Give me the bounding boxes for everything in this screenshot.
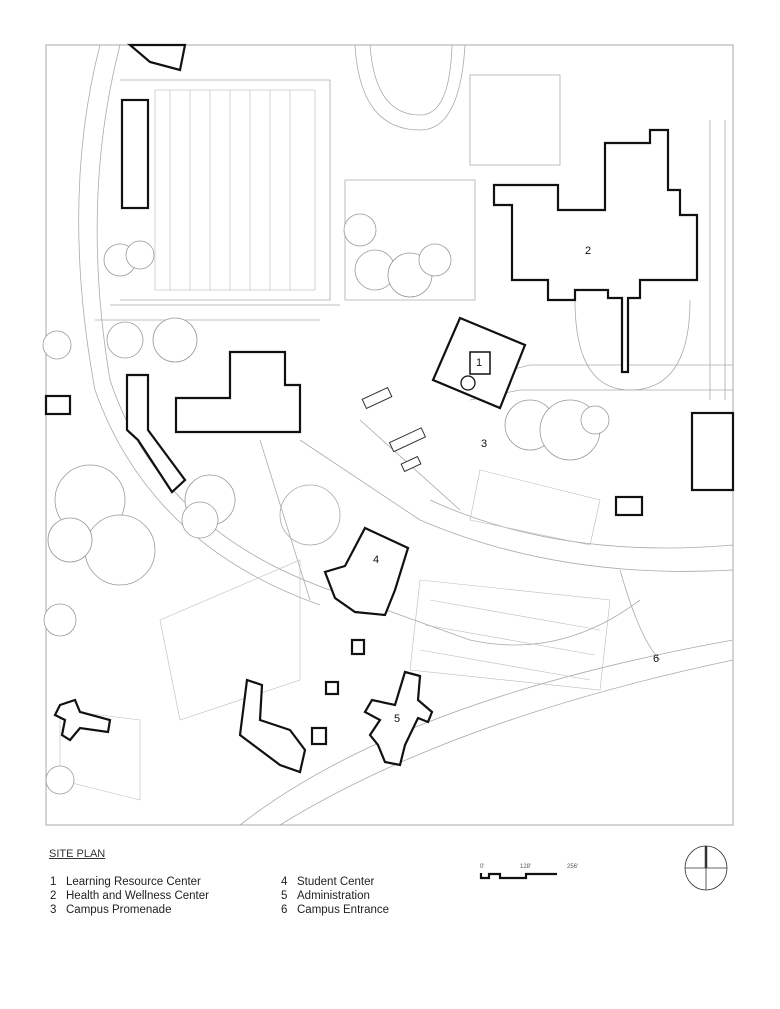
- trees: [42, 213, 610, 795]
- scale-label-128: 128': [520, 864, 532, 870]
- map-label-1: 1: [476, 357, 482, 369]
- map-label-2: 2: [585, 245, 591, 257]
- parking-lots: [59, 89, 611, 801]
- map-label-4: 4: [373, 554, 379, 566]
- map-label-6: 6: [653, 653, 659, 665]
- north-arrow-icon: [684, 845, 728, 891]
- site-plan-title: SITE PLAN: [49, 848, 106, 860]
- building-administration: [363, 670, 434, 767]
- building-health-wellness: [492, 128, 699, 374]
- minor-structures: [361, 386, 427, 473]
- building-student-center: [323, 526, 410, 617]
- buildings: [44, 43, 735, 774]
- scale-label-256: 256': [567, 864, 579, 870]
- map-labels: 1 2 3 4 5 6: [373, 245, 659, 725]
- map-label-5: 5: [394, 713, 400, 725]
- roads: [78, 44, 734, 826]
- map-label-3: 3: [481, 438, 487, 450]
- scale-label-0: 0': [480, 864, 485, 870]
- scale-bar: [479, 872, 557, 880]
